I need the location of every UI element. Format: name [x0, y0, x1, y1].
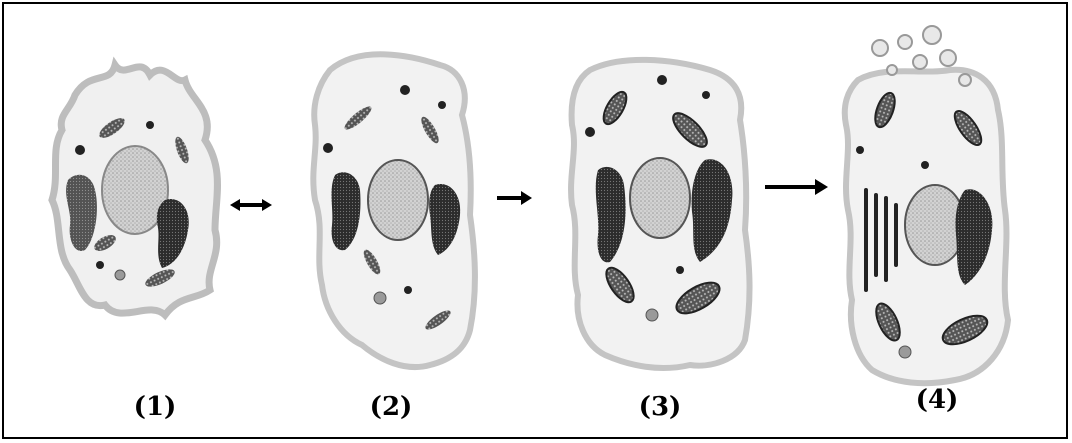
stage-label-1: (1) [134, 392, 177, 422]
cell-3-vesicle [657, 75, 667, 85]
stage-label-4: (4) [916, 385, 959, 415]
arrow-2-3 [497, 191, 532, 205]
arrow-3-4 [765, 179, 828, 195]
cell-1 [52, 65, 218, 315]
cell-4 [845, 26, 1008, 383]
cell-2-nucleus [368, 160, 428, 240]
cell-3-vesicle [676, 266, 684, 274]
cell-2-vesicle [404, 286, 412, 294]
cell-2-vesicle [323, 143, 333, 153]
cell-3-vesicle [585, 127, 595, 137]
cell-1-vesicle [146, 121, 154, 129]
stage-label-3: (3) [639, 392, 682, 422]
cell-3-nucleus [630, 158, 690, 238]
double-arrow-1-2 [230, 199, 272, 211]
cell-1-vesicle [96, 261, 104, 269]
cell-1-vesicle [75, 145, 85, 155]
cell-4-vesicle [899, 346, 911, 358]
cell-2-vesicle [438, 101, 446, 109]
cell-3 [571, 60, 750, 368]
cell-4-vesicle [921, 161, 929, 169]
cell-3-vesicle [646, 309, 658, 321]
cell-4-vesicle [856, 146, 864, 154]
stage-label-2: (2) [370, 392, 413, 422]
cell-2-vesicle [400, 85, 410, 95]
cell-1-vesicle [115, 270, 125, 280]
cell-2-vesicle [374, 292, 386, 304]
cell-3-vesicle [702, 91, 710, 99]
cell-2 [313, 54, 475, 367]
